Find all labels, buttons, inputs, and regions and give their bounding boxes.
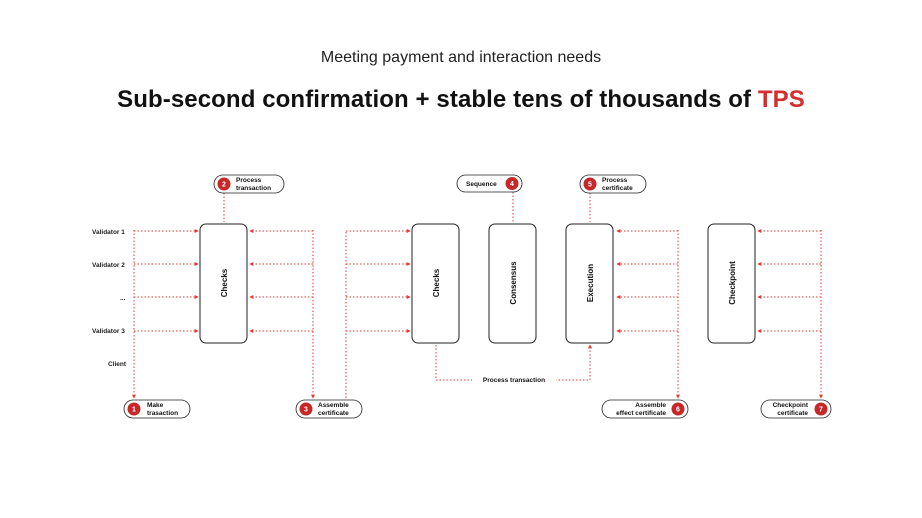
row-label-validator-1: Validator 1 bbox=[92, 229, 125, 236]
step-1-line-2: trasaction bbox=[147, 410, 178, 417]
step-5-line-2: certificate bbox=[602, 185, 633, 192]
step-3-number: 3 bbox=[304, 407, 308, 414]
step-1-line-1: Make bbox=[147, 402, 164, 409]
checkpoint-label: Checkpoint bbox=[728, 261, 737, 305]
step-4-pill: Sequence 4 bbox=[456, 174, 523, 193]
row-label-client: Client bbox=[108, 361, 127, 368]
step-2-line-2: transaction bbox=[236, 185, 271, 192]
step-1-number: 1 bbox=[132, 407, 136, 414]
title-accent: TPS bbox=[757, 86, 805, 113]
step-5-pill: 5 Process certificate bbox=[579, 174, 647, 194]
step-1-pill: 1 Make trasaction bbox=[123, 399, 191, 419]
execution-label: Execution bbox=[586, 264, 595, 302]
row-label-ellipsis: ... bbox=[120, 295, 126, 302]
step-4-line-1: Sequence bbox=[466, 181, 497, 188]
step-6-line-2: effect certificate bbox=[616, 410, 666, 417]
subtitle: Meeting payment and interaction needs bbox=[320, 49, 602, 66]
step-7-pill: Checkpoint certificate 7 bbox=[760, 399, 832, 419]
step-3-pill: 3 Assemble certificate bbox=[295, 399, 363, 419]
step-2-pill: 2 Process transaction bbox=[213, 174, 285, 194]
step-7-line-2: certificate bbox=[777, 410, 808, 417]
step-3-line-2: certificate bbox=[318, 410, 349, 417]
execution-box bbox=[565, 223, 614, 344]
row-label-validator-3: Validator 3 bbox=[92, 328, 125, 335]
page-title: Sub-second confirmation + stable tens of… bbox=[0, 86, 922, 114]
checks-label-2: Checks bbox=[432, 268, 441, 297]
row-label-validator-2: Validator 2 bbox=[92, 262, 125, 269]
checks-label-1: Checks bbox=[220, 268, 229, 297]
step-6-number: 6 bbox=[676, 407, 680, 414]
step-7-number: 7 bbox=[819, 407, 823, 414]
checks-box-2 bbox=[411, 223, 460, 344]
step-2-line-1: Process bbox=[236, 177, 262, 184]
process-transaction-link-label: Process transaction bbox=[483, 377, 545, 384]
consensus-box bbox=[488, 223, 537, 344]
step-4-number: 4 bbox=[510, 181, 514, 188]
checks-box-1 bbox=[199, 223, 248, 344]
step-2-number: 2 bbox=[222, 182, 226, 189]
step-6-pill: Assemble effect certificate 6 bbox=[601, 399, 689, 419]
step-5-line-1: Process bbox=[602, 177, 628, 184]
step-6-line-1: Assemble bbox=[635, 402, 666, 409]
consensus-label: Consensus bbox=[509, 261, 518, 305]
step-5-number: 5 bbox=[588, 182, 592, 189]
step-7-line-1: Checkpoint bbox=[773, 402, 809, 409]
title-main: Sub-second confirmation + stable tens of… bbox=[117, 86, 758, 113]
checkpoint-box bbox=[707, 223, 756, 344]
step-3-line-1: Assemble bbox=[318, 402, 349, 409]
